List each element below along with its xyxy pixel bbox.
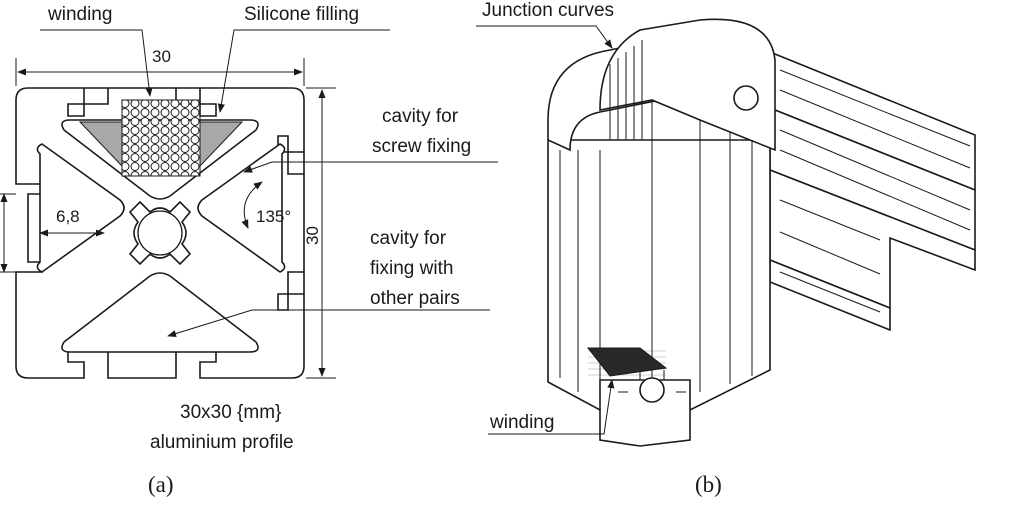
label-winding-a: winding: [47, 4, 112, 25]
cavity-right: [197, 143, 286, 273]
profile-material-label: aluminium profile: [150, 432, 294, 453]
dim-width-label: 30: [152, 47, 171, 66]
leader-cavity-pairs: [167, 309, 490, 338]
caption-b: (b): [695, 472, 722, 497]
panel-a: 30 30 6,8 135° winding Silicone filling …: [0, 4, 498, 497]
vertical-profile: [547, 100, 771, 447]
horizontal-profile: [769, 50, 976, 332]
label-cavity-pairs-3: other pairs: [370, 288, 460, 309]
dim-slot-label: 6,8: [56, 207, 80, 226]
cavity-bottom: [61, 272, 259, 353]
caption-a: (a): [148, 472, 174, 497]
label-junction-curves: Junction curves: [482, 0, 614, 21]
label-cavity-screw-1: cavity for: [382, 106, 459, 127]
label-silicone: Silicone filling: [244, 4, 359, 25]
leader-winding-a: [40, 29, 153, 97]
center-bore: [137, 210, 183, 256]
label-cavity-screw-2: screw fixing: [372, 136, 471, 157]
label-winding-b: winding: [489, 412, 554, 433]
leader-cavity-screw: [243, 161, 498, 173]
angle-label: 135°: [256, 207, 291, 226]
leader-silicone: [217, 29, 390, 113]
junction-corner: [547, 18, 776, 152]
profile-size-label: 30x30 {mm}: [180, 402, 281, 423]
junction-hole: [733, 85, 759, 111]
panel-b: Junction curves winding (b): [476, 0, 976, 497]
winding-bundle: [121, 99, 201, 177]
label-cavity-pairs-1: cavity for: [370, 228, 447, 249]
angle-arc: [241, 181, 263, 229]
leader-junction: [476, 25, 613, 49]
leader-winding-b: [488, 379, 615, 435]
cavity-left: [36, 143, 125, 273]
dim-height-label: 30: [303, 226, 322, 245]
label-cavity-pairs-2: fixing with: [370, 258, 453, 279]
